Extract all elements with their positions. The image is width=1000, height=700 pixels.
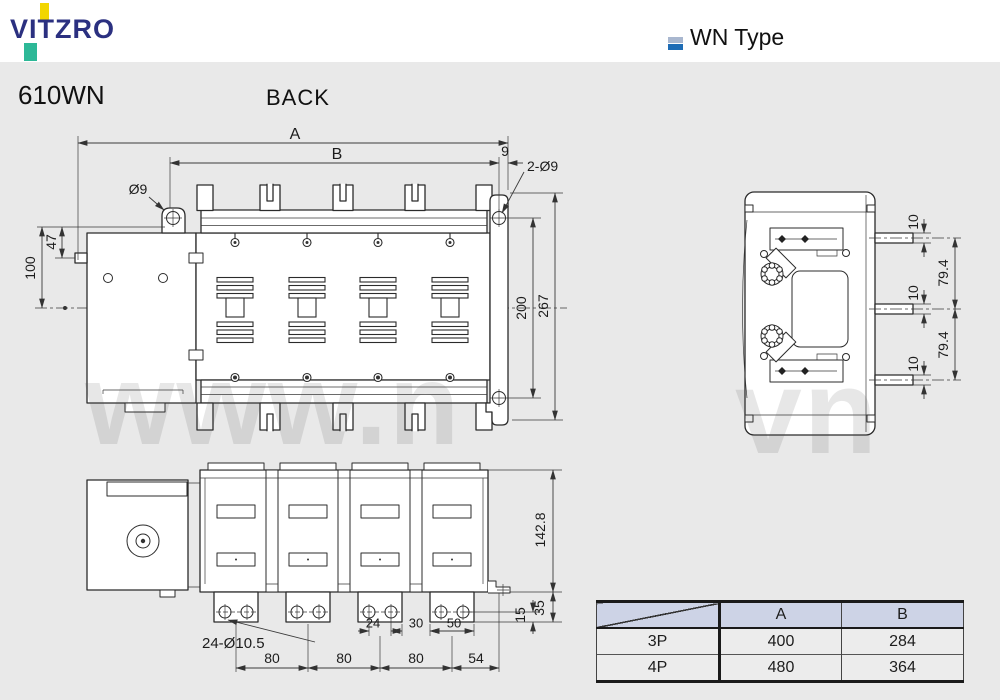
dim-80-1-label: 80 <box>264 650 280 666</box>
left-mount-ear <box>161 207 186 234</box>
dim-pin-bot-label: 10 <box>905 356 921 372</box>
dim-9-label: 9 <box>501 143 509 159</box>
view-title: BACK <box>266 85 330 110</box>
logo-text: VITZRO <box>10 14 115 44</box>
dim-gap-bot-label: 79.4 <box>935 331 951 358</box>
mechanism-box <box>74 232 197 413</box>
type-label: WN Type <box>690 24 785 50</box>
dim-267-label: 267 <box>535 294 551 318</box>
upper-knob <box>760 262 784 286</box>
row-b-value: 284 <box>841 627 964 655</box>
dim-200-label: 200 <box>513 296 529 320</box>
pole-body <box>188 183 493 432</box>
vitzro-logo: VITZRO <box>8 0 188 62</box>
dim-d9-label: Ø9 <box>129 181 148 197</box>
side-body <box>742 191 961 436</box>
table-col-b: B <box>841 601 964 629</box>
model-title: 610WN <box>18 80 105 110</box>
bottom-dimensions: 142.8 35 15 24 30 50 80 80 80 54 24-Ø10.… <box>202 469 562 672</box>
dim-54-label: 54 <box>468 650 484 666</box>
dim-15-label: 15 <box>512 607 528 623</box>
dim-80-3-label: 80 <box>408 650 424 666</box>
side-view-drawing: 10 10 10 79.4 79.4 <box>742 191 961 436</box>
dimension-table: A B 3P 400 284 4P 480 364 <box>596 600 964 683</box>
dim-a-label: A <box>290 126 301 143</box>
row-a-value: 400 <box>719 627 842 655</box>
back-dimensions: A B 9 2-Ø9 Ø9 47 100 200 267 <box>22 126 563 421</box>
dim-2-d9-label: 2-Ø9 <box>527 158 558 174</box>
table-col-a: A <box>719 601 842 629</box>
dim-100-label: 100 <box>22 256 38 280</box>
row-b-value: 364 <box>841 654 964 682</box>
dim-pin-mid-label: 10 <box>905 285 921 301</box>
dim-pin-top-label: 10 <box>905 214 921 230</box>
back-view-drawing: A B 9 2-Ø9 Ø9 47 100 200 267 <box>22 126 567 432</box>
bottom-view-drawing: 142.8 35 15 24 30 50 80 80 80 54 24-Ø10.… <box>86 462 562 672</box>
terminal-pads <box>213 591 475 623</box>
dim-height-label: 142.8 <box>532 512 548 547</box>
bottom-pole-body <box>199 462 511 596</box>
logo-teal-bar-icon <box>24 43 37 61</box>
right-mount-plate <box>485 194 509 426</box>
dim-holes-label: 24-Ø10.5 <box>202 635 265 652</box>
dim-80-2-label: 80 <box>336 650 352 666</box>
table-row: 4P 480 364 <box>596 654 964 682</box>
side-dimensions: 10 10 10 79.4 79.4 <box>905 214 958 399</box>
row-label: 4P <box>596 654 721 682</box>
table-corner-cell <box>596 601 721 629</box>
wn-type-bullet-icon <box>668 37 683 50</box>
dim-47-label: 47 <box>43 234 59 250</box>
dim-30-label: 30 <box>409 616 423 631</box>
dim-50-label: 50 <box>447 616 461 631</box>
dim-b-label: B <box>332 146 343 163</box>
table-row: 3P 400 284 <box>596 627 964 655</box>
logo-yellow-bar-icon <box>40 3 49 22</box>
row-label: 3P <box>596 627 721 655</box>
dim-24-label: 24 <box>366 616 380 631</box>
lower-knob <box>760 324 784 348</box>
row-a-value: 480 <box>719 654 842 682</box>
dim-gap-top-label: 79.4 <box>935 259 951 286</box>
bottom-mechanism-box <box>86 479 200 598</box>
page-header: VITZRO WN Type <box>0 0 1000 62</box>
